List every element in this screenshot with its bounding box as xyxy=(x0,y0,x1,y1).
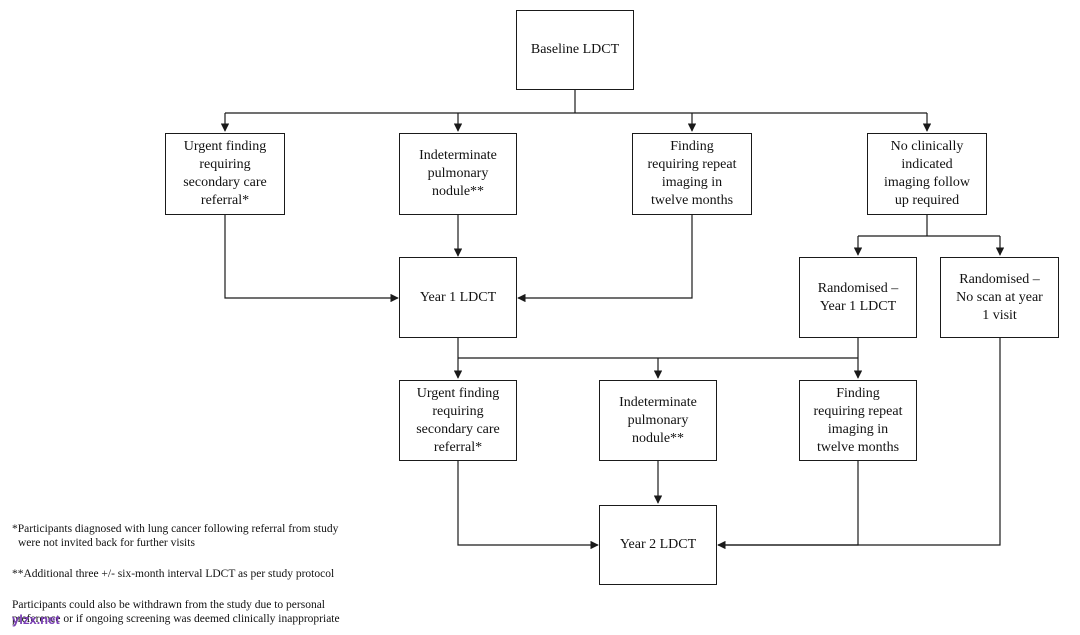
indeterminate-nodule-label-1: Indeterminate pulmonary nodule** xyxy=(419,148,497,199)
connector-urgent2-to-year2 xyxy=(457,461,599,550)
indeterminate-nodule-box-1: Indeterminate pulmonary nodule** xyxy=(399,133,517,215)
footnote-2: **Additional three +/- six-month interva… xyxy=(12,568,335,580)
randomised-noscan-box: Randomised – No scan at year 1 visit xyxy=(940,257,1059,338)
footnote-1-line-2: were not invited back for further visits xyxy=(18,537,195,549)
no-followup-label: No clinically indicated imaging follow u… xyxy=(884,139,970,208)
repeat-imaging-box-2: Finding requiring repeat imaging in twel… xyxy=(799,380,917,461)
indeterminate-nodule-box-2: Indeterminate pulmonary nodule** xyxy=(599,380,717,461)
footnote-1-line-1: *Participants diagnosed with lung cancer… xyxy=(12,523,339,535)
repeat-imaging-label-1: Finding requiring repeat imaging in twel… xyxy=(647,139,737,208)
no-followup-box: No clinically indicated imaging follow u… xyxy=(867,133,987,215)
urgent-finding-box-1: Urgent finding requiring secondary care … xyxy=(165,133,285,215)
connector-repeat2-to-year2 xyxy=(718,461,859,546)
watermark-text: ylzx.net xyxy=(12,612,60,627)
repeat-imaging-box-1: Finding requiring repeat imaging in twel… xyxy=(632,133,752,215)
year1-ldct-box: Year 1 LDCT xyxy=(399,257,517,338)
footnote-3-line-1: Participants could also be withdrawn fro… xyxy=(12,599,325,611)
connector-repeat1-to-year1 xyxy=(517,215,693,303)
baseline-ldct-box: Baseline LDCT xyxy=(516,10,634,90)
repeat-imaging-label-2: Finding requiring repeat imaging in twel… xyxy=(813,385,903,455)
urgent-finding-label-1: Urgent finding requiring secondary care … xyxy=(183,139,267,208)
randomised-year1-box: Randomised – Year 1 LDCT xyxy=(799,257,917,338)
randomised-noscan-label: Randomised – No scan at year 1 visit xyxy=(956,271,1043,323)
year2-ldct-box: Year 2 LDCT xyxy=(599,505,717,585)
baseline-ldct-label: Baseline LDCT xyxy=(530,42,620,57)
year2-ldct-label: Year 2 LDCT xyxy=(619,537,697,552)
connector-urgent1-to-year1 xyxy=(224,215,399,303)
urgent-finding-box-2: Urgent finding requiring secondary care … xyxy=(399,380,517,461)
connector-noscan-to-year2 xyxy=(717,338,1001,550)
randomised-year1-label: Randomised – Year 1 LDCT xyxy=(817,280,899,314)
urgent-finding-label-2: Urgent finding requiring secondary care … xyxy=(416,385,500,455)
indeterminate-nodule-label-2: Indeterminate pulmonary nodule** xyxy=(619,394,697,446)
year1-ldct-label: Year 1 LDCT xyxy=(419,289,497,305)
footnote-3-line-2: preference or if ongoing screening was d… xyxy=(12,613,340,625)
